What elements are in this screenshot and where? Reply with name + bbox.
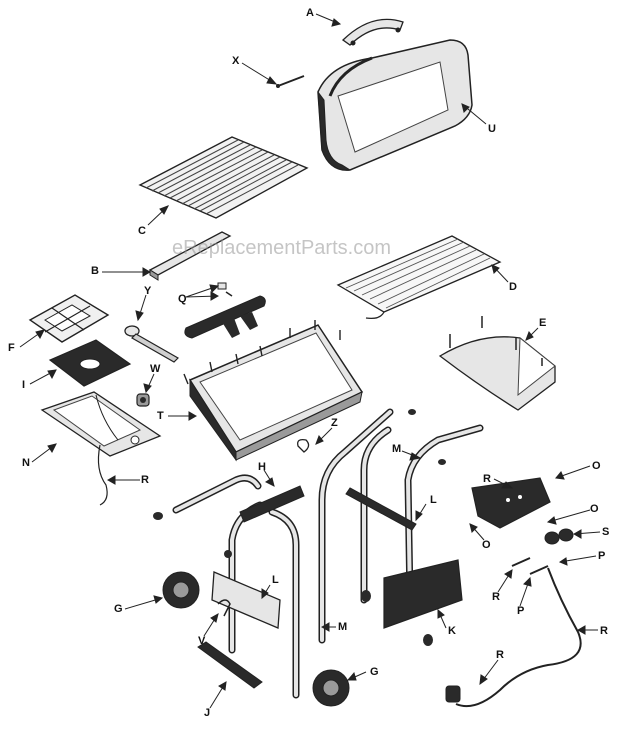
- label-u: U: [488, 123, 496, 135]
- label-o3: O: [482, 539, 491, 551]
- label-s: S: [602, 526, 610, 538]
- part-gas-hose: [455, 567, 582, 708]
- label-e: E: [539, 317, 547, 329]
- part-fasteners: [153, 409, 446, 646]
- label-p2: P: [517, 605, 525, 617]
- label-x: X: [232, 55, 240, 67]
- label-t: T: [157, 410, 164, 422]
- label-o2: O: [590, 503, 599, 515]
- part-lid: [317, 39, 473, 171]
- label-k: K: [448, 625, 456, 637]
- part-wheel-left: [162, 571, 200, 609]
- part-cooking-grate: [138, 136, 309, 219]
- label-r1: R: [141, 474, 149, 486]
- part-panel-l-left: [211, 571, 281, 629]
- label-f: F: [8, 342, 15, 354]
- part-handle: [341, 18, 404, 46]
- part-control-frame: [40, 391, 162, 457]
- part-bolt-x: [276, 75, 305, 88]
- part-warming-rack: [336, 235, 502, 320]
- label-r4: R: [600, 625, 608, 637]
- part-valves: [511, 557, 549, 575]
- label-r3: R: [492, 591, 500, 603]
- part-knobs: [544, 528, 574, 545]
- part-firebox: [183, 320, 364, 462]
- label-n: N: [22, 457, 30, 469]
- label-p1: P: [598, 550, 606, 562]
- part-bottom-bar: [197, 641, 263, 689]
- label-b: B: [91, 265, 99, 277]
- label-r5: R: [496, 649, 504, 661]
- label-z: Z: [331, 417, 338, 429]
- label-g2: G: [370, 666, 379, 678]
- label-d: D: [509, 281, 517, 293]
- watermark-text: eReplacementParts.com: [172, 237, 391, 259]
- label-y: Y: [144, 285, 152, 297]
- part-burner: [184, 282, 266, 339]
- part-crossbar-h: [239, 485, 305, 523]
- label-o1: O: [592, 460, 601, 472]
- label-v: V: [198, 635, 206, 647]
- part-wire-left: [97, 444, 108, 506]
- part-igniter: [136, 393, 150, 407]
- part-spring-clip-v: [217, 599, 231, 617]
- part-regulator: [445, 685, 461, 703]
- part-clip-z: [297, 438, 310, 453]
- label-m2: M: [338, 621, 348, 633]
- part-wheel-right: [312, 669, 350, 707]
- part-heat-shield: [148, 231, 232, 281]
- label-l2: L: [272, 574, 279, 586]
- label-c: C: [138, 225, 146, 237]
- part-burner-plate: [48, 339, 132, 387]
- part-grate-f: [28, 294, 110, 343]
- label-i: I: [22, 379, 26, 391]
- label-q: Q: [178, 293, 187, 305]
- label-j: J: [204, 707, 211, 719]
- part-side-shelf: [438, 316, 556, 411]
- label-r2: R: [483, 473, 491, 485]
- part-bottom-panel: [383, 559, 463, 629]
- label-w: W: [150, 363, 161, 375]
- leader-lines: [19, 13, 601, 709]
- label-g1: G: [114, 603, 123, 615]
- label-m1: M: [392, 443, 402, 455]
- label-l1: L: [430, 494, 437, 506]
- part-venturi: [124, 325, 179, 363]
- part-bracket-r: [471, 477, 551, 529]
- label-a: A: [306, 7, 314, 19]
- label-h: H: [258, 461, 266, 473]
- part-bar-l-right: [345, 487, 417, 531]
